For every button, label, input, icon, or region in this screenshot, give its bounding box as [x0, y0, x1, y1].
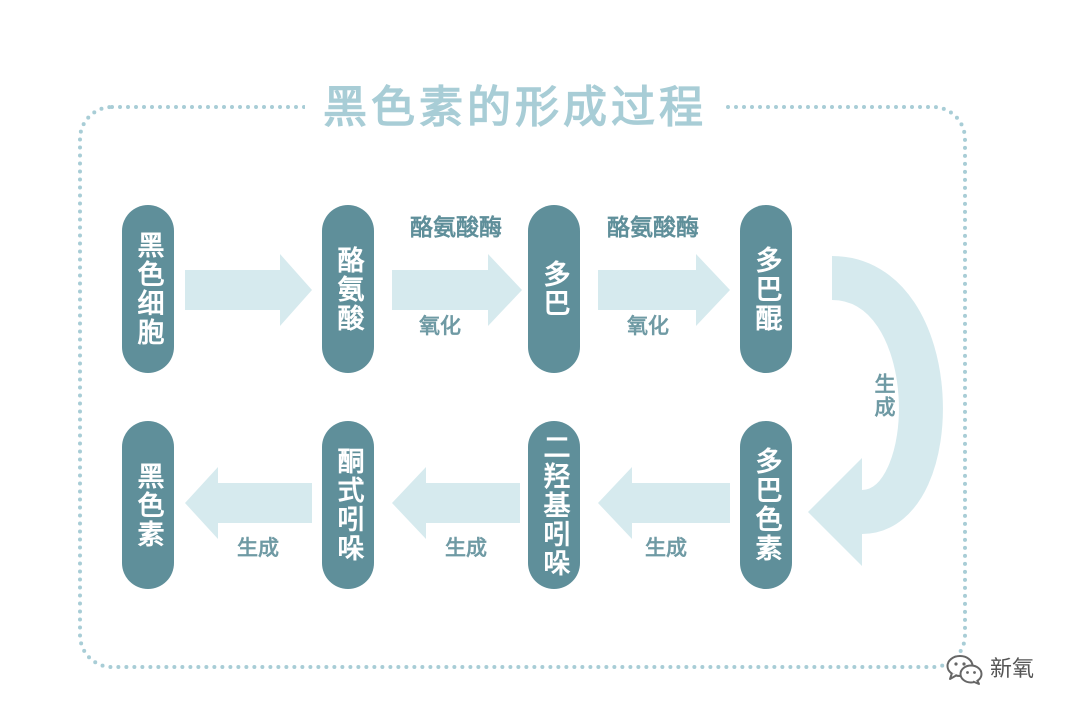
edge-3-label: 生成 — [872, 373, 896, 419]
edge-2-enzyme-label: 酪氨酸酶 — [607, 215, 699, 241]
node-label: 酪氨酸 — [332, 245, 364, 333]
node-label: 酮式吲哚 — [332, 447, 364, 563]
arrow-left-edge-6 — [185, 467, 312, 539]
node-melanocyte: 黑色细胞 — [122, 205, 174, 373]
node-label: 多巴 — [538, 260, 570, 318]
edge-4-label: 生成 — [645, 536, 687, 560]
arrow-right-edge-2 — [598, 254, 730, 326]
edge-2-reaction-label: 氧化 — [627, 314, 669, 338]
node-label: 黑色素 — [132, 461, 164, 549]
node-dopaquinone: 多巴醌 — [740, 205, 792, 373]
node-dopachrome: 多巴色素 — [740, 421, 792, 589]
diagram-title: 黑色素的形成过程 — [305, 78, 725, 138]
arrow-right-edge-1 — [392, 254, 522, 326]
node-dihydroxyindole: 二羟基吲哚 — [528, 421, 580, 589]
watermark: 新氧 — [946, 654, 1034, 686]
arrow-right-edge-0 — [185, 254, 312, 326]
node-indolequinone: 酮式吲哚 — [322, 421, 374, 589]
node-label: 二羟基吲哚 — [538, 432, 570, 578]
watermark-text: 新氧 — [990, 657, 1035, 682]
edge-5-label: 生成 — [445, 536, 487, 560]
node-melanin: 黑色素 — [122, 421, 174, 589]
arrow-left-edge-5 — [392, 467, 520, 539]
edge-1-enzyme-label: 酪氨酸酶 — [410, 215, 502, 241]
node-tyrosine: 酪氨酸 — [322, 205, 374, 373]
curved-arrow-edge-3 — [808, 256, 943, 566]
arrow-left-edge-4 — [598, 467, 730, 539]
wechat-icon — [946, 655, 983, 685]
node-label: 黑色细胞 — [132, 231, 164, 347]
dotted-frame — [78, 105, 967, 669]
node-dopa: 多巴 — [528, 205, 580, 373]
edge-1-reaction-label: 氧化 — [419, 314, 461, 338]
edge-6-label: 生成 — [237, 536, 279, 560]
node-label: 多巴色素 — [750, 447, 782, 563]
node-label: 多巴醌 — [750, 245, 782, 333]
